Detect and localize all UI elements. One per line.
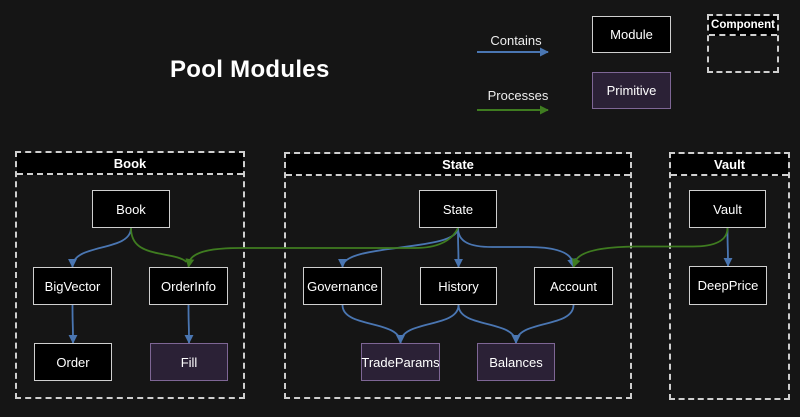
node-vault: Vault	[689, 190, 766, 228]
legend-contains-label: Contains	[490, 33, 542, 48]
node-balances: Balances	[477, 343, 555, 381]
legend-processes-label: Processes	[487, 88, 549, 103]
page-title: Pool Modules	[170, 56, 330, 83]
container-title-vault: Vault	[671, 154, 788, 176]
node-bigvector: BigVector	[33, 267, 112, 305]
node-governance: Governance	[303, 267, 382, 305]
node-fill: Fill	[150, 343, 228, 381]
node-orderinfo: OrderInfo	[149, 267, 228, 305]
node-account: Account	[534, 267, 613, 305]
node-history: History	[420, 267, 497, 305]
node-tradeparams: TradeParams	[361, 343, 440, 381]
node-state: State	[419, 190, 497, 228]
legend-primitive-node: Primitive	[592, 72, 671, 109]
container-state: State	[284, 152, 632, 399]
node-order: Order	[34, 343, 112, 381]
container-title-book: Book	[17, 153, 243, 175]
container-title-state: State	[286, 154, 630, 176]
legend-component-box: Component	[707, 14, 779, 73]
node-deepprice: DeepPrice	[689, 266, 767, 305]
node-book: Book	[92, 190, 170, 228]
container-book: Book	[15, 151, 245, 399]
legend-component-label: Component	[709, 16, 777, 36]
legend-module-node: Module	[592, 16, 671, 53]
container-vault: Vault	[669, 152, 790, 400]
